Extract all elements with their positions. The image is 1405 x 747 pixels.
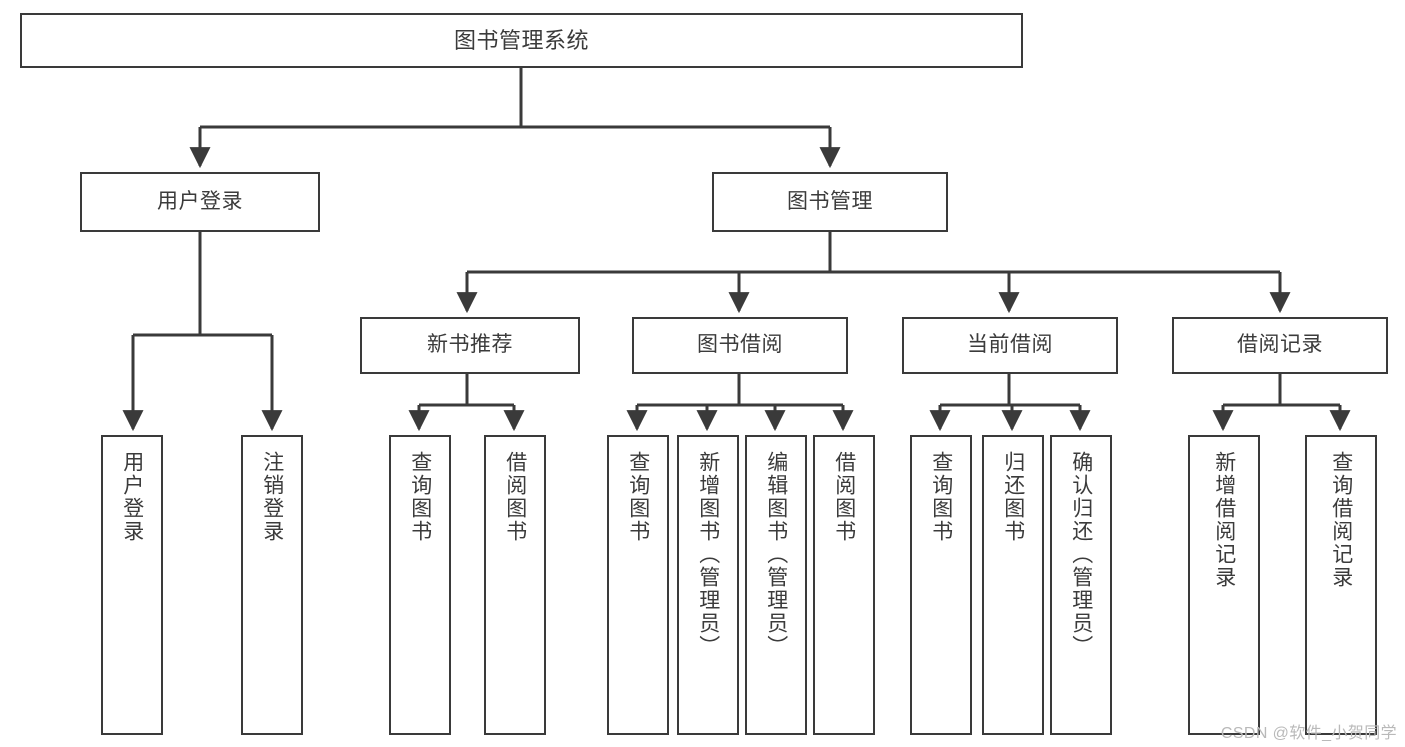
node-leaf-add-record-label: 新增借阅记录 bbox=[1212, 451, 1236, 589]
node-book-borrow-label: 图书借阅 bbox=[697, 333, 783, 357]
node-book-manage[interactable]: 图书管理 bbox=[712, 172, 948, 232]
node-leaf-borrow-book-1-label: 借阅图书 bbox=[503, 451, 527, 543]
node-leaf-add-book-label: 新增图书（管理员） bbox=[696, 451, 720, 658]
node-leaf-query-book-2[interactable]: 查询图书 bbox=[607, 435, 669, 735]
node-leaf-confirm-return-label: 确认归还（管理员） bbox=[1069, 451, 1093, 658]
node-leaf-borrow-book-1[interactable]: 借阅图书 bbox=[484, 435, 546, 735]
node-leaf-user-login[interactable]: 用户登录 bbox=[101, 435, 163, 735]
node-new-book-rec[interactable]: 新书推荐 bbox=[360, 317, 580, 374]
node-leaf-add-book[interactable]: 新增图书（管理员） bbox=[677, 435, 739, 735]
node-root-label: 图书管理系统 bbox=[453, 27, 589, 53]
node-leaf-borrow-book-2[interactable]: 借阅图书 bbox=[813, 435, 875, 735]
node-leaf-edit-book[interactable]: 编辑图书（管理员） bbox=[745, 435, 807, 735]
node-leaf-query-book-3-label: 查询图书 bbox=[929, 451, 953, 543]
node-leaf-return-book-label: 归还图书 bbox=[1001, 451, 1025, 543]
node-leaf-confirm-return[interactable]: 确认归还（管理员） bbox=[1050, 435, 1112, 735]
node-leaf-return-book[interactable]: 归还图书 bbox=[982, 435, 1044, 735]
node-leaf-query-record-label: 查询借阅记录 bbox=[1329, 451, 1353, 589]
node-current-borrow-label: 当前借阅 bbox=[967, 333, 1053, 357]
node-leaf-query-book-1-label: 查询图书 bbox=[408, 451, 432, 543]
node-user-login[interactable]: 用户登录 bbox=[80, 172, 320, 232]
node-book-borrow[interactable]: 图书借阅 bbox=[632, 317, 848, 374]
node-leaf-query-book-3[interactable]: 查询图书 bbox=[910, 435, 972, 735]
node-book-manage-label: 图书管理 bbox=[787, 189, 873, 213]
node-leaf-add-record[interactable]: 新增借阅记录 bbox=[1188, 435, 1260, 735]
node-leaf-edit-book-label: 编辑图书（管理员） bbox=[764, 451, 788, 658]
node-new-book-rec-label: 新书推荐 bbox=[427, 333, 513, 357]
node-current-borrow[interactable]: 当前借阅 bbox=[902, 317, 1118, 374]
node-leaf-user-login-label: 用户登录 bbox=[120, 451, 144, 543]
node-leaf-query-record[interactable]: 查询借阅记录 bbox=[1305, 435, 1377, 735]
csdn-watermark: CSDN @软件_小贺同学 bbox=[1220, 725, 1397, 742]
node-leaf-user-logout-label: 注销登录 bbox=[260, 451, 284, 543]
node-root[interactable]: 图书管理系统 bbox=[20, 13, 1023, 68]
node-user-login-label: 用户登录 bbox=[157, 189, 243, 213]
node-leaf-user-logout[interactable]: 注销登录 bbox=[241, 435, 303, 735]
node-leaf-query-book-2-label: 查询图书 bbox=[626, 451, 650, 543]
node-leaf-borrow-book-2-label: 借阅图书 bbox=[832, 451, 856, 543]
node-leaf-query-book-1[interactable]: 查询图书 bbox=[389, 435, 451, 735]
node-borrow-record-label: 借阅记录 bbox=[1237, 333, 1323, 357]
node-borrow-record[interactable]: 借阅记录 bbox=[1172, 317, 1388, 374]
